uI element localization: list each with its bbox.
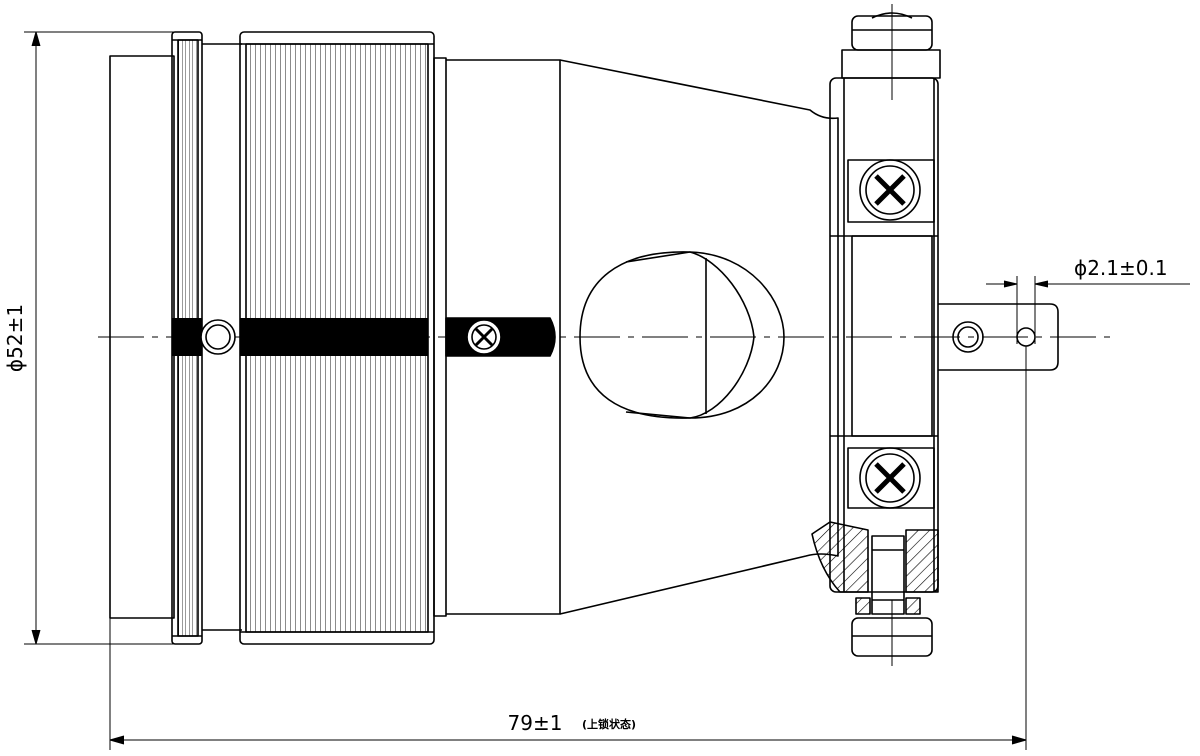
diameter-label: ϕ52±1 — [3, 304, 27, 372]
pinhole-dim — [986, 276, 1190, 344]
top-screw — [841, 4, 941, 100]
length-note: (上锁状态) — [582, 717, 636, 731]
alignment-band-1 — [172, 318, 202, 356]
window-opening — [579, 251, 785, 419]
lower-cross-screw — [847, 447, 935, 509]
length-dim — [109, 346, 1027, 750]
slot-bar — [445, 317, 556, 357]
upper-cross-screw — [847, 159, 935, 223]
clamp-flange — [829, 77, 939, 593]
alignment-band-2 — [240, 318, 428, 356]
pinhole-label: ϕ2.1±0.1 — [1074, 256, 1168, 280]
bottom-screw — [851, 600, 933, 666]
hatched-section — [811, 521, 939, 615]
diameter-dim — [24, 31, 174, 645]
length-label: 79±1 — [508, 711, 563, 735]
